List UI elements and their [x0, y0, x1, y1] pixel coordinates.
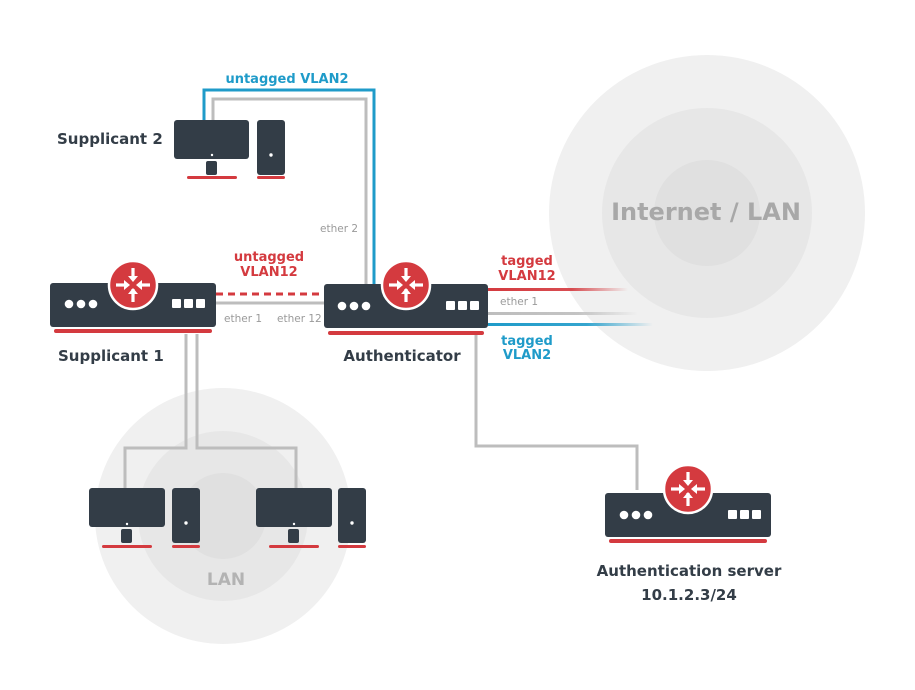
ports-icon	[728, 510, 761, 519]
supplicant2-workstation[interactable]	[174, 120, 285, 179]
port-label-auth-ether2: ether 2	[320, 223, 358, 235]
lan-zone: LAN	[95, 388, 351, 644]
authenticator-router[interactable]	[324, 259, 488, 335]
status-leds-icon	[337, 301, 371, 311]
monitor-icon	[89, 488, 165, 527]
tower-icon	[257, 120, 285, 175]
cable-lan-pc2	[195, 334, 298, 488]
untagged-vlan12-label-line1: untagged	[234, 250, 304, 265]
cable-untagged-vlan2	[202, 88, 376, 288]
router-icon	[662, 463, 714, 515]
auth-server-router[interactable]	[605, 463, 771, 543]
lan-zone-label: LAN	[207, 570, 245, 590]
lan-pc1-workstation[interactable]	[89, 488, 200, 548]
ports-icon	[172, 299, 205, 308]
status-leds-icon	[619, 510, 653, 520]
router-icon	[380, 259, 432, 311]
monitor-icon	[174, 120, 249, 159]
cable-ether2	[211, 97, 368, 288]
tagged-vlan2-label-line1: tagged	[501, 334, 553, 349]
internet-zone-label: Internet / LAN	[611, 198, 801, 226]
tower-icon	[338, 488, 366, 543]
supplicant1-router[interactable]	[50, 259, 216, 333]
port-label-sup1-ether1: ether 1	[224, 313, 262, 325]
router-icon	[107, 259, 159, 311]
internet-zone: Internet / LAN	[549, 55, 865, 371]
auth-server-label: Authentication server	[597, 562, 782, 580]
router-body	[605, 493, 771, 537]
monitor-icon	[256, 488, 332, 527]
cable-ether1-uplink	[488, 312, 638, 315]
cable-tagged-vlan12	[488, 288, 628, 291]
tagged-vlan2-label-line2: VLAN2	[503, 348, 551, 363]
tagged-vlan12-label-line2: VLAN12	[498, 269, 555, 284]
cable-tagged-vlan2	[488, 323, 653, 326]
supplicant1-label: Supplicant 1	[58, 347, 164, 365]
cable-auth-server	[474, 334, 639, 490]
tagged-vlan12-label-line1: tagged	[501, 254, 553, 269]
tower-icon	[172, 488, 200, 543]
supplicant2-label: Supplicant 2	[57, 130, 163, 148]
internet-zone-inner-ring	[654, 160, 760, 266]
authenticator-label: Authenticator	[343, 347, 461, 365]
auth-server-ip: 10.1.2.3/24	[641, 586, 737, 604]
port-label-auth-ether1: ether 1	[500, 296, 538, 308]
cable-lan-pc1	[123, 334, 188, 488]
lan-zone-inner-ring	[180, 473, 266, 559]
untagged-vlan2-label: untagged VLAN2	[225, 72, 348, 87]
status-leds-icon	[64, 299, 98, 309]
ports-icon	[446, 301, 479, 310]
untagged-vlan12-label-line2: VLAN12	[240, 265, 297, 280]
lan-pc2-workstation[interactable]	[256, 488, 366, 548]
port-label-auth-ether12: ether 12	[277, 313, 322, 325]
